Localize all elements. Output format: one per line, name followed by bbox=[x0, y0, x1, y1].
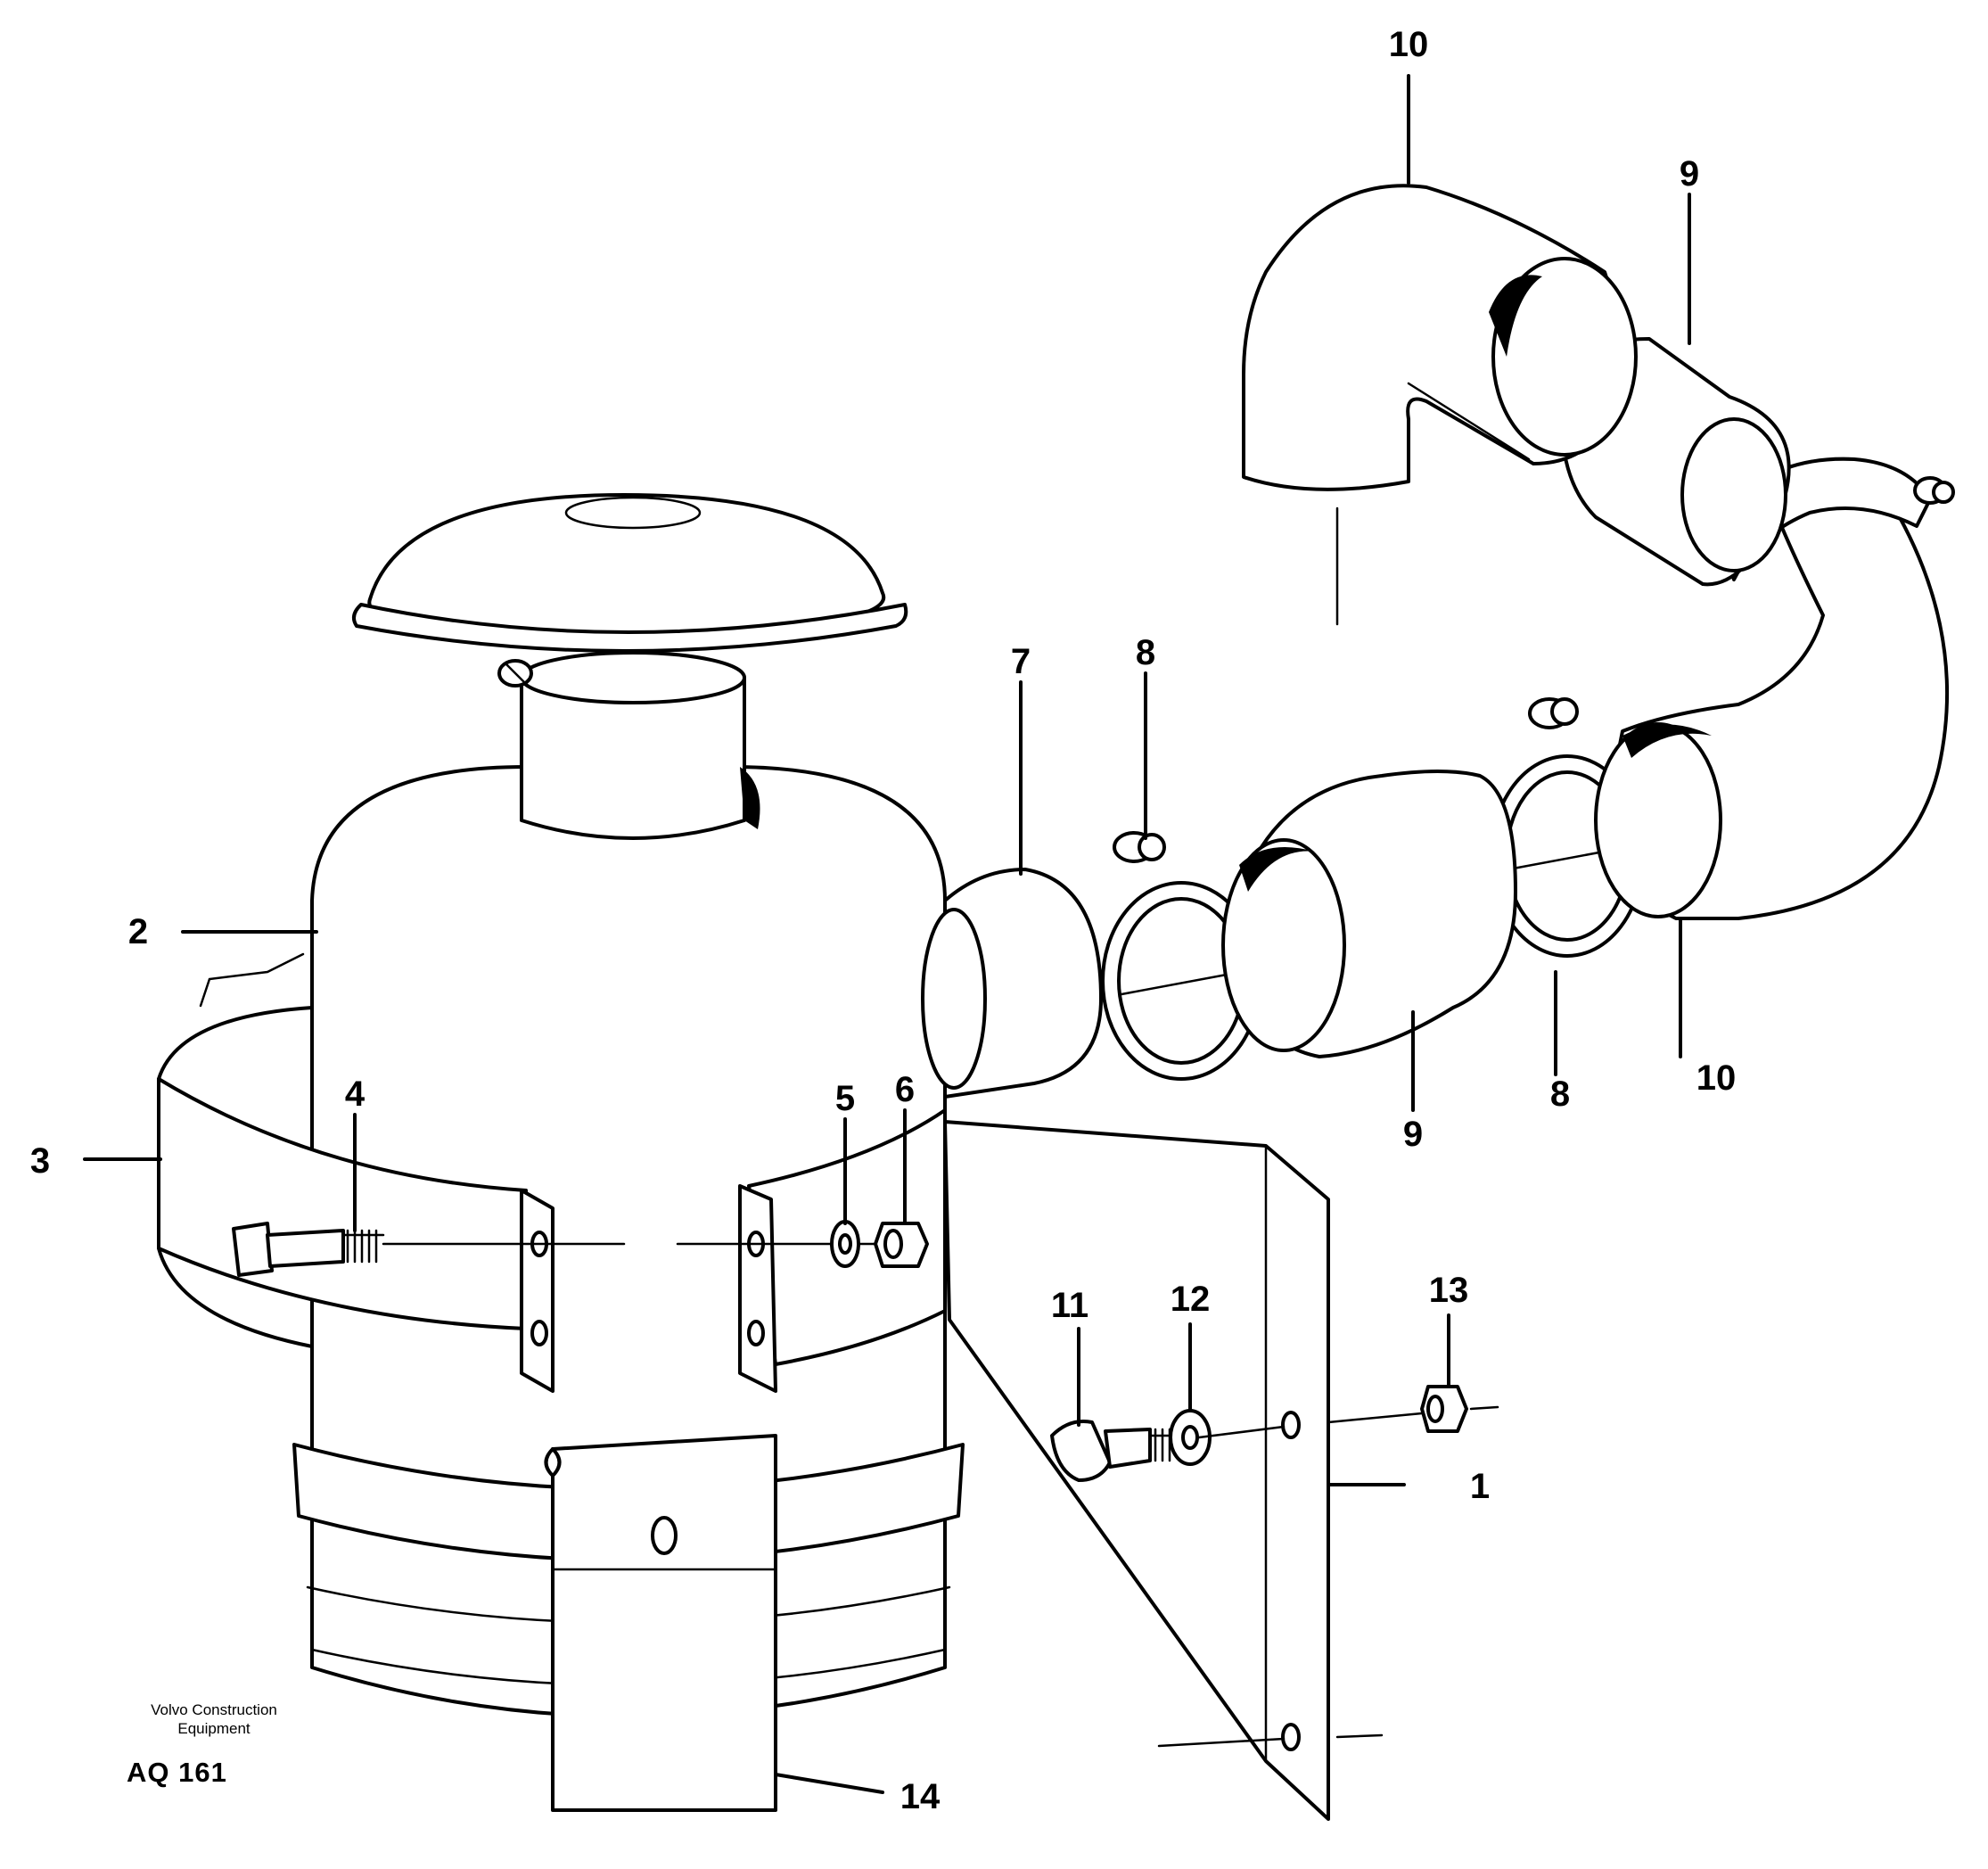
callout-8-left: 8 bbox=[1136, 633, 1155, 672]
part-12-washer bbox=[1169, 1409, 1212, 1466]
leader-lines bbox=[83, 74, 1691, 1794]
callout-9-lower: 9 bbox=[1403, 1115, 1423, 1154]
callout-7: 7 bbox=[1011, 642, 1031, 681]
part-13-nut bbox=[1420, 1385, 1468, 1433]
publisher-name-line2: Equipment bbox=[177, 1720, 251, 1737]
part-9-straight-hose-lower bbox=[1221, 770, 1517, 1058]
publisher-credit: Volvo Construction Equipment bbox=[107, 1700, 321, 1738]
callout-3: 3 bbox=[30, 1141, 50, 1181]
callout-10-lower: 10 bbox=[1696, 1058, 1737, 1098]
part-10-elbow-hose-lower bbox=[1594, 484, 1950, 920]
callout-labels: 1 2 3 4 5 6 7 8 8 9 9 10 10 11 12 13 14 bbox=[30, 25, 1736, 1816]
callout-2: 2 bbox=[128, 912, 148, 951]
callout-1: 1 bbox=[1470, 1467, 1490, 1506]
callout-10-upper: 10 bbox=[1389, 25, 1429, 64]
part-7-outlet-hose bbox=[921, 868, 1103, 1099]
publisher-name: Volvo Construction bbox=[151, 1701, 277, 1718]
callout-13: 13 bbox=[1429, 1271, 1469, 1310]
precleaner-cap bbox=[351, 493, 908, 653]
callout-9-upper: 9 bbox=[1680, 154, 1699, 193]
part-1-mounting-bracket bbox=[943, 1120, 1330, 1821]
part-10-elbow-hose-upper bbox=[1242, 184, 1638, 491]
part-4-bolt bbox=[232, 1222, 626, 1277]
callout-14: 14 bbox=[900, 1777, 941, 1816]
callout-8-right: 8 bbox=[1550, 1074, 1570, 1114]
part-8-hose-clamp-left bbox=[1101, 831, 1261, 1081]
figure-code: AQ 161 bbox=[127, 1757, 227, 1788]
callout-11: 11 bbox=[1051, 1286, 1088, 1325]
part-14-retaining-strap bbox=[544, 1434, 777, 1812]
part-11-bolt bbox=[1050, 1420, 1179, 1482]
callout-5: 5 bbox=[835, 1079, 855, 1118]
part-5-washer bbox=[830, 1220, 860, 1268]
callout-4: 4 bbox=[345, 1074, 366, 1114]
part-6-nut bbox=[874, 1222, 929, 1268]
callout-6: 6 bbox=[895, 1070, 915, 1109]
callout-12: 12 bbox=[1171, 1280, 1211, 1319]
